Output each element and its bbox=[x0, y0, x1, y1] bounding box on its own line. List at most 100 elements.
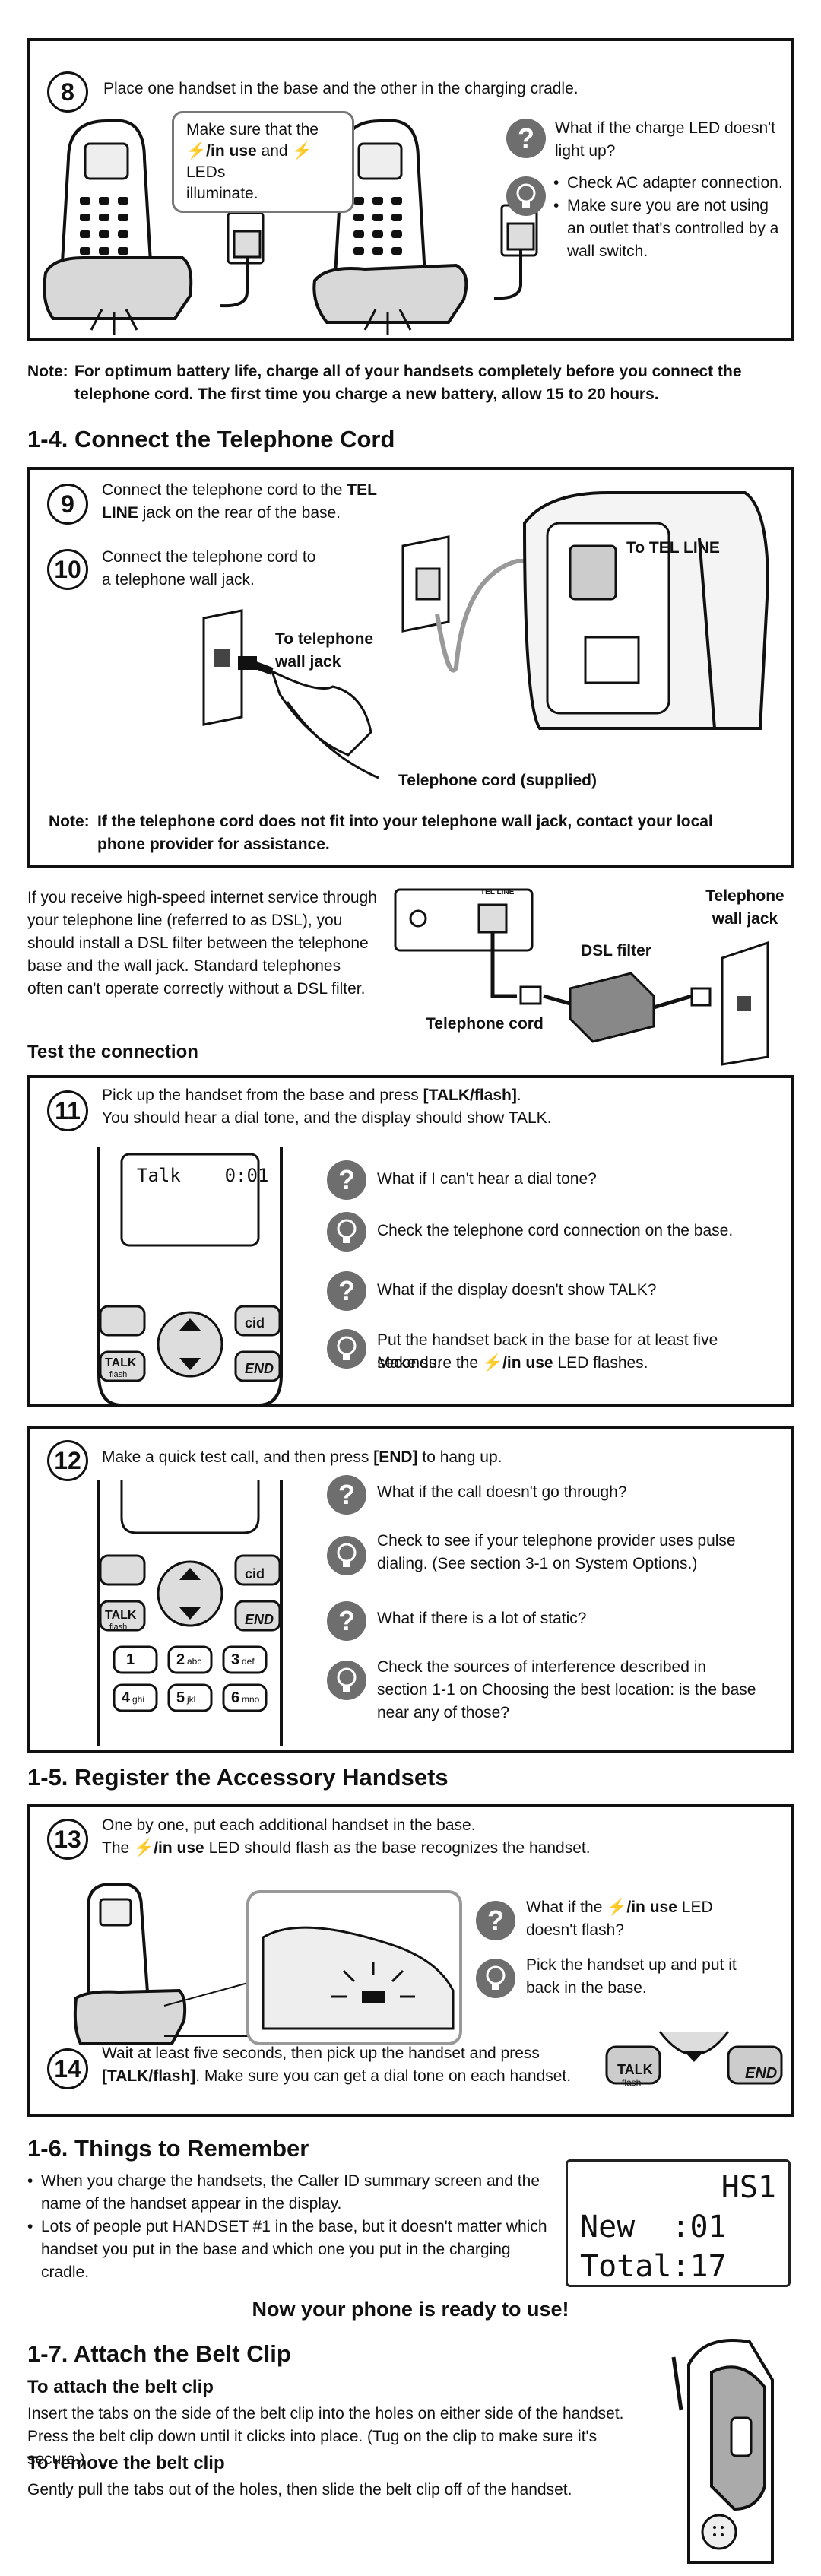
tip-lightbulb-icon bbox=[327, 1536, 366, 1575]
question-icon: ? bbox=[327, 1601, 366, 1641]
end-key: END bbox=[245, 1612, 274, 1627]
key-6: 6 bbox=[231, 1689, 240, 1706]
question-display-talk: What if the display doesn't show TALK? bbox=[377, 1281, 657, 1299]
callout-line-1: Make sure that the bbox=[186, 121, 319, 138]
answer-interference: Check the sources of interference descri… bbox=[377, 1658, 756, 1721]
talk-flash-key-label: [TALK/flash] bbox=[102, 2067, 196, 2085]
tip-lightbulb-icon bbox=[327, 1212, 366, 1252]
question-no-dial-tone: What if I can't hear a dial tone? bbox=[377, 1170, 597, 1188]
section-title-1-6: 1-6. Things to Remember bbox=[27, 2135, 309, 2162]
step12-text: Make a quick test call, and then press bbox=[102, 1448, 369, 1466]
talk-button-closeup bbox=[604, 2013, 785, 2111]
wall-jack-illustration bbox=[202, 609, 379, 779]
in-use-label: /in use bbox=[626, 1899, 677, 1916]
section-title-1-4: 1-4. Connect the Telephone Cord bbox=[27, 426, 395, 452]
note-label: Note: bbox=[27, 363, 68, 380]
flash-key-sub: flash bbox=[109, 1370, 128, 1379]
question-text-post: LED doesn't flash? bbox=[526, 1899, 713, 1939]
answer-text: Make sure the bbox=[377, 1354, 479, 1372]
ready-message: Now your phone is ready to use! bbox=[252, 2298, 569, 2321]
question-icon: ? bbox=[506, 119, 546, 158]
key-2: 2 bbox=[176, 1651, 185, 1668]
lcd-talk-text: Talk 0:01 bbox=[137, 1165, 269, 1186]
step13-line-1: One by one, put each additional handset … bbox=[102, 1816, 476, 1834]
step-number-11: 11 bbox=[47, 1090, 88, 1131]
step13-text-post: LED should flash as the base recognizes … bbox=[208, 1839, 591, 1857]
key-1: 1 bbox=[126, 1651, 135, 1668]
dsl-paragraph: If you receive high-speed internet servi… bbox=[27, 889, 377, 998]
dsl-filter-diagram bbox=[394, 888, 769, 1066]
question-icon: ? bbox=[327, 1475, 366, 1515]
step13-line-2: The ⚡/in use LED should flash as the bas… bbox=[102, 1837, 771, 1860]
bolt-icon: ⚡ bbox=[607, 1899, 627, 1916]
tip-item: Check AC adapter connection. bbox=[553, 172, 789, 195]
lcd-line-3: Total:17 bbox=[580, 2249, 727, 2284]
question-icon: ? bbox=[476, 1901, 515, 1940]
step12-box: 12 Make a quick test call, and then pres… bbox=[27, 1426, 794, 1753]
answer-text-post: LED flashes. bbox=[557, 1354, 648, 1372]
section-title-1-5: 1-5. Register the Accessory Handsets bbox=[27, 1764, 449, 1791]
step14-text: Wait at least five seconds, then pick up… bbox=[102, 2045, 540, 2062]
key-2-letters: abc bbox=[187, 1656, 202, 1667]
bolt-icon: ⚡ bbox=[134, 1839, 154, 1857]
remove-belt-clip-text: Gently pull the tabs out of the holes, t… bbox=[27, 2481, 572, 2498]
talk-key: TALK bbox=[617, 2062, 653, 2077]
tip-lightbulb-icon bbox=[506, 176, 546, 216]
step11-line-1: Pick up the handset from the base and pr… bbox=[102, 1087, 521, 1104]
handset-keypad-illustration bbox=[97, 1480, 283, 1746]
answer-pulse-dialing: Check to see if your telephone provider … bbox=[377, 1532, 736, 1572]
key-3-letters: def bbox=[242, 1656, 255, 1667]
step12-text-post: to hang up. bbox=[422, 1448, 502, 1466]
step14-instruction: Wait at least five seconds, then pick up… bbox=[102, 2042, 588, 2088]
step8-tips: Check AC adapter connection. Make sure y… bbox=[553, 172, 789, 263]
tip-lightbulb-icon bbox=[327, 1661, 366, 1700]
bolt-icon: ⚡ bbox=[482, 1354, 503, 1372]
flash-key-sub: flash bbox=[109, 1623, 128, 1632]
section-title-test: Test the connection bbox=[27, 1042, 198, 1062]
base-rear-illustration bbox=[522, 491, 770, 730]
remember-item: Lots of people put HANDSET #1 in the bas… bbox=[27, 2216, 559, 2284]
caller-id-lcd-display: HS1 New :01 Total:17 bbox=[566, 2159, 791, 2287]
in-use-label: /in use bbox=[206, 142, 257, 160]
step11-line-2: You should hear a dial tone, and the dis… bbox=[102, 1109, 552, 1127]
label-tel-line-small: TEL LINE bbox=[480, 888, 515, 896]
step14-text-post: . Make sure you can get a dial tone on e… bbox=[195, 2067, 572, 2085]
step-number-14: 14 bbox=[47, 2048, 88, 2089]
key-4-letters: ghi bbox=[132, 1694, 145, 1705]
note-text: If the telephone cord does not fit into … bbox=[97, 813, 713, 853]
bolt-icon: ⚡ bbox=[186, 142, 207, 160]
talk-key: TALK bbox=[105, 1609, 137, 1622]
end-key-label: [END] bbox=[373, 1448, 418, 1466]
callout-line-2: ⚡/in use and ⚡ LEDs bbox=[186, 142, 312, 181]
step8-question: What if the charge LED doesn't light up? bbox=[555, 119, 776, 160]
bolt-icon: ⚡ bbox=[292, 142, 312, 160]
step8-box: 8 Place one handset in the base and the … bbox=[27, 38, 794, 341]
step9-text: Connect the telephone cord to the bbox=[102, 481, 343, 499]
remember-item: When you charge the handsets, the Caller… bbox=[27, 2170, 559, 2216]
step12-instruction: Make a quick test call, and then press [… bbox=[102, 1446, 771, 1469]
step-number-9: 9 bbox=[47, 484, 88, 525]
handset-registration-illustration bbox=[73, 1883, 462, 2045]
step9-text-post: jack on the rear of the base. bbox=[142, 504, 341, 522]
end-key: END bbox=[245, 1361, 274, 1376]
tip-lightbulb-icon bbox=[327, 1329, 366, 1369]
key-5: 5 bbox=[176, 1689, 185, 1706]
tip-item: Make sure you are not using an outlet th… bbox=[553, 195, 789, 263]
lcd-line-2: New :01 bbox=[580, 2210, 727, 2244]
attach-belt-clip-title: To attach the belt clip bbox=[27, 2377, 214, 2397]
ac-adapter-illustration bbox=[220, 211, 265, 308]
handset-in-cradle-illustration bbox=[312, 119, 468, 335]
answer-pick-up: Pick the handset up and put it back in t… bbox=[526, 1956, 737, 1997]
talk-key: TALK bbox=[105, 1356, 137, 1369]
answer-put-back-line-1: Put the handset back in the base for at … bbox=[377, 1331, 718, 1372]
things-to-remember-list: When you charge the handsets, the Caller… bbox=[27, 2170, 559, 2284]
register-box: 13 One by one, put each additional hands… bbox=[27, 1804, 794, 2117]
question-text: What if the bbox=[526, 1899, 603, 1916]
key-5-letters: jkl bbox=[187, 1694, 196, 1705]
ac-adapter-illustration-2 bbox=[493, 204, 538, 300]
label-dsl-filter: DSL filter bbox=[581, 942, 651, 960]
step11-box: 11 Pick up the handset from the base and… bbox=[27, 1075, 794, 1407]
callout-line-3: illuminate. bbox=[186, 185, 258, 202]
belt-clip-illustration bbox=[671, 2339, 774, 2564]
step-number-12: 12 bbox=[47, 1440, 88, 1481]
